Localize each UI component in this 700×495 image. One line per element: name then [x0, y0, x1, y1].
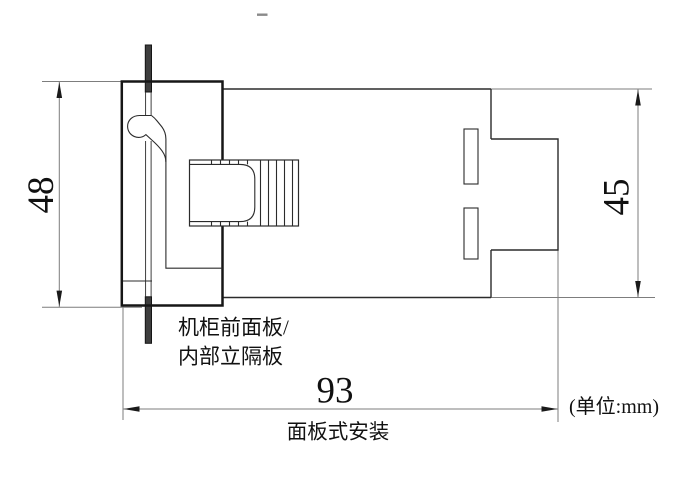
panel-label-line1: 机柜前面板/	[178, 316, 289, 340]
dimension-arrows	[56, 82, 641, 412]
dim-45-label: 45	[597, 179, 638, 216]
stray-mark	[257, 13, 268, 16]
terminal-connector	[188, 159, 300, 227]
rear-slot-upper	[463, 128, 479, 185]
rear-slot-lower	[463, 207, 479, 260]
panel-label-line2: 内部立隔板	[178, 345, 283, 369]
mounting-clip	[127, 114, 223, 269]
connector-ribs	[259, 160, 294, 226]
dimension-lines	[42, 81, 655, 422]
rear-plug	[491, 138, 559, 251]
instrument-body	[222, 88, 559, 299]
dim-48-label: 48	[21, 177, 62, 214]
drawing-caption: 面板式安装	[287, 421, 390, 444]
connector-ticks	[210, 160, 249, 226]
unit-note: (单位:mm)	[569, 395, 659, 418]
cabinet-panel	[144, 44, 153, 344]
dim-93-label: 93	[317, 371, 354, 412]
